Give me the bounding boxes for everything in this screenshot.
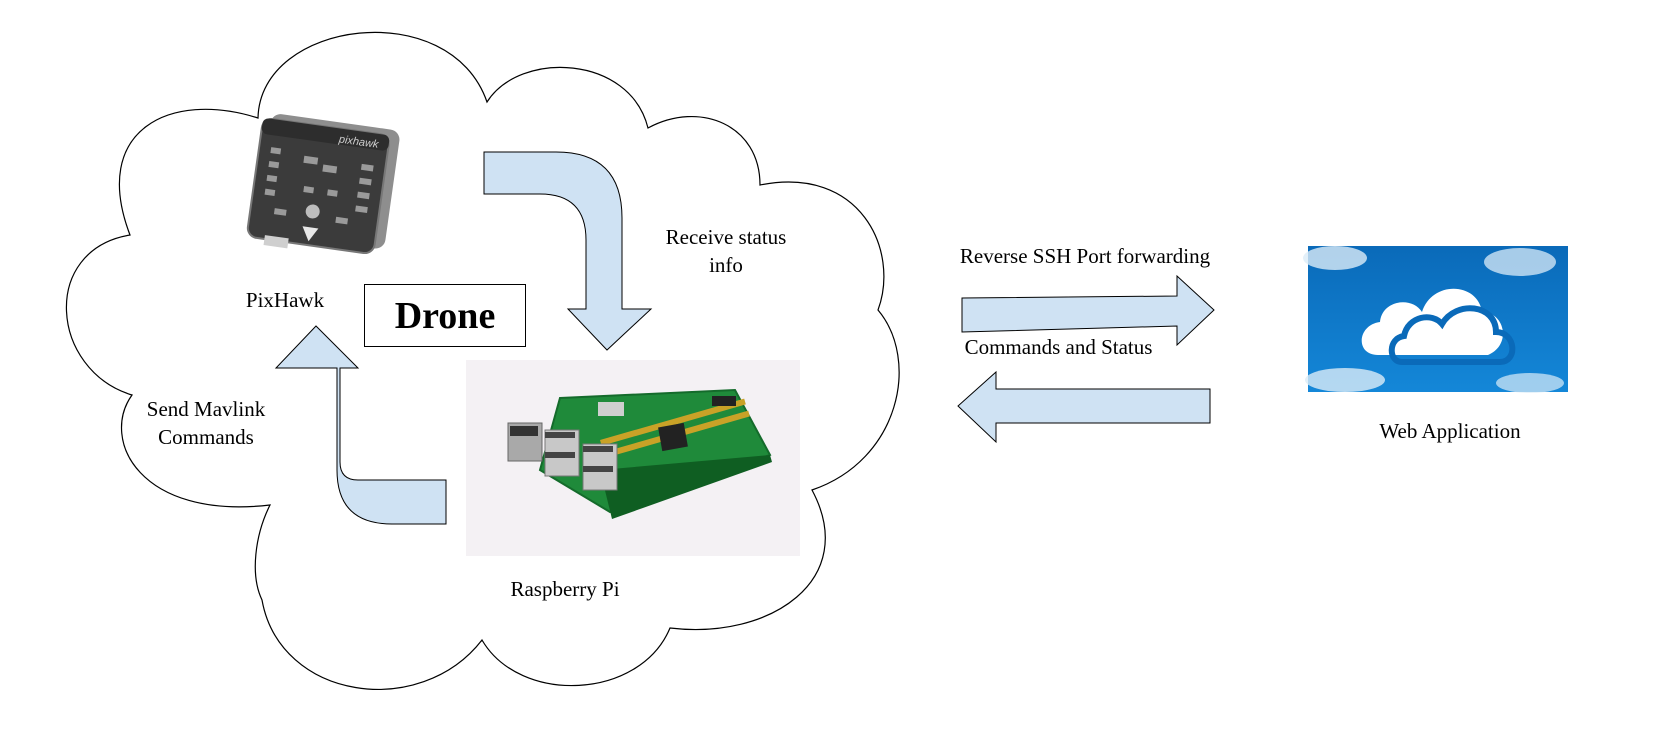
pixhawk-label: PixHawk xyxy=(245,288,325,312)
send-mavlink-label-line1: Send Mavlink xyxy=(146,397,266,421)
raspberry-pi-label: Raspberry Pi xyxy=(510,577,620,601)
receive-status-arrow xyxy=(483,151,653,351)
receive-status-label-line1: Receive status xyxy=(665,225,787,249)
commands-status-label: Commands and Status xyxy=(964,335,1153,359)
send-mavlink-label-line2: Commands xyxy=(158,425,254,449)
drone-title-box: Drone xyxy=(364,284,526,347)
commands-status-arrow-left xyxy=(957,370,1211,444)
cloud-icon xyxy=(1303,246,1568,393)
drone-title: Drone xyxy=(394,294,496,337)
reverse-ssh-arrow-right xyxy=(961,274,1215,347)
reverse-ssh-label: Reverse SSH Port forwarding xyxy=(959,244,1211,268)
raspberry-pi-board-icon xyxy=(466,360,800,556)
receive-status-label-line2: info xyxy=(709,253,743,277)
flight-controller-icon: pixhawk xyxy=(246,114,400,255)
web-application-label: Web Application xyxy=(1379,419,1521,443)
svg-text:pixhawk: pixhawk xyxy=(337,133,380,151)
